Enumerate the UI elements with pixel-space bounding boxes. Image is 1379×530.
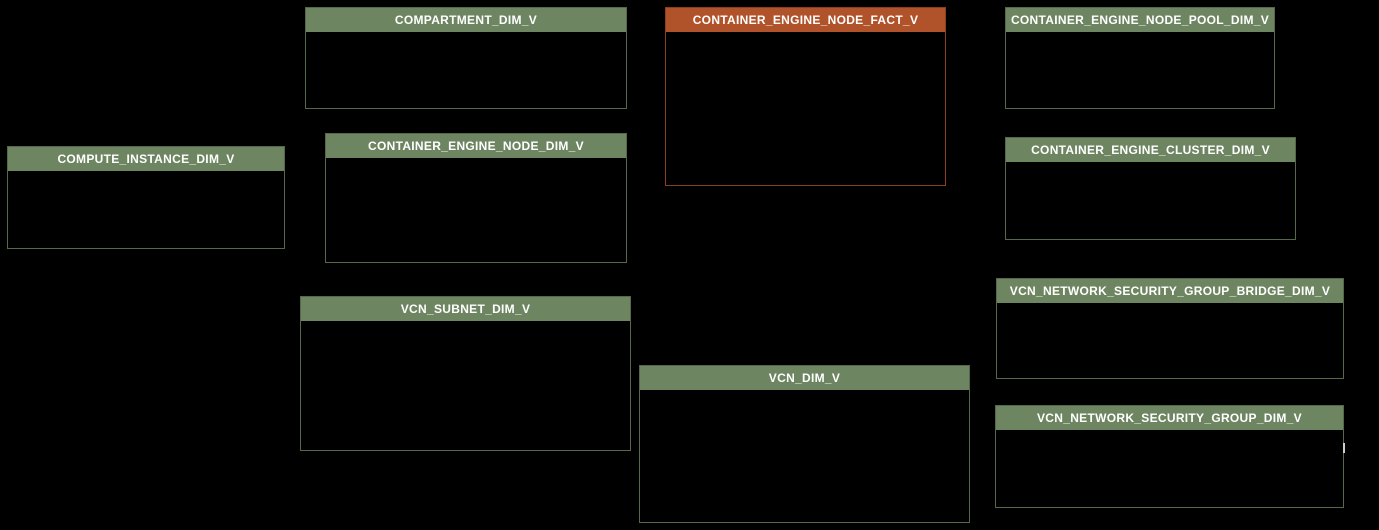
table-header: CONTAINER_ENGINE_CLUSTER_DIM_V	[1006, 138, 1295, 162]
table-header: CONTAINER_ENGINE_NODE_DIM_V	[326, 134, 626, 158]
table-header: CONTAINER_ENGINE_NODE_FACT_V	[666, 8, 945, 32]
table-container-engine-node-fact-v[interactable]: CONTAINER_ENGINE_NODE_FACT_V	[665, 7, 946, 186]
table-vcn-network-security-group-dim-v[interactable]: VCN_NETWORK_SECURITY_GROUP_DIM_V	[995, 405, 1344, 508]
table-title: CONTAINER_ENGINE_NODE_DIM_V	[368, 139, 584, 153]
table-container-engine-node-pool-dim-v[interactable]: CONTAINER_ENGINE_NODE_POOL_DIM_V	[1005, 7, 1275, 109]
table-header: VCN_NETWORK_SECURITY_GROUP_BRIDGE_DIM_V	[997, 279, 1343, 303]
table-compartment-dim-v[interactable]: COMPARTMENT_DIM_V	[305, 7, 627, 109]
table-body	[640, 390, 969, 522]
table-body	[996, 430, 1343, 507]
table-title: VCN_DIM_V	[768, 371, 841, 385]
table-title: CONTAINER_ENGINE_CLUSTER_DIM_V	[1031, 143, 1270, 157]
table-body	[326, 158, 626, 262]
table-header: VCN_NETWORK_SECURITY_GROUP_DIM_V	[996, 406, 1343, 430]
table-title: VCN_NETWORK_SECURITY_GROUP_DIM_V	[1037, 411, 1302, 425]
table-vcn-subnet-dim-v[interactable]: VCN_SUBNET_DIM_V	[300, 296, 631, 451]
table-body	[1006, 162, 1295, 239]
table-title: VCN_SUBNET_DIM_V	[400, 302, 531, 316]
table-header: COMPUTE_INSTANCE_DIM_V	[8, 147, 284, 171]
table-title: VCN_NETWORK_SECURITY_GROUP_BRIDGE_DIM_V	[1009, 284, 1331, 298]
table-header: VCN_SUBNET_DIM_V	[301, 297, 630, 321]
table-body	[301, 321, 630, 450]
table-body	[306, 32, 626, 108]
table-container-engine-node-dim-v[interactable]: CONTAINER_ENGINE_NODE_DIM_V	[325, 133, 627, 263]
table-body	[666, 32, 945, 185]
table-vcn-network-security-group-bridge-dim-v[interactable]: VCN_NETWORK_SECURITY_GROUP_BRIDGE_DIM_V	[996, 278, 1344, 379]
table-header: COMPARTMENT_DIM_V	[306, 8, 626, 32]
table-body	[997, 303, 1343, 378]
table-container-engine-cluster-dim-v[interactable]: CONTAINER_ENGINE_CLUSTER_DIM_V	[1005, 137, 1296, 240]
table-header: VCN_DIM_V	[640, 366, 969, 390]
table-vcn-dim-v[interactable]: VCN_DIM_V	[639, 365, 970, 523]
table-compute-instance-dim-v[interactable]: COMPUTE_INSTANCE_DIM_V	[7, 146, 285, 249]
table-body	[1006, 32, 1274, 108]
connector-anchor-tick	[1343, 443, 1345, 453]
table-title: CONTAINER_ENGINE_NODE_FACT_V	[692, 13, 919, 27]
table-title: COMPARTMENT_DIM_V	[394, 13, 538, 27]
table-title: COMPUTE_INSTANCE_DIM_V	[57, 152, 235, 166]
table-title: CONTAINER_ENGINE_NODE_POOL_DIM_V	[1010, 13, 1270, 27]
table-header: CONTAINER_ENGINE_NODE_POOL_DIM_V	[1006, 8, 1274, 32]
table-body	[8, 171, 284, 248]
